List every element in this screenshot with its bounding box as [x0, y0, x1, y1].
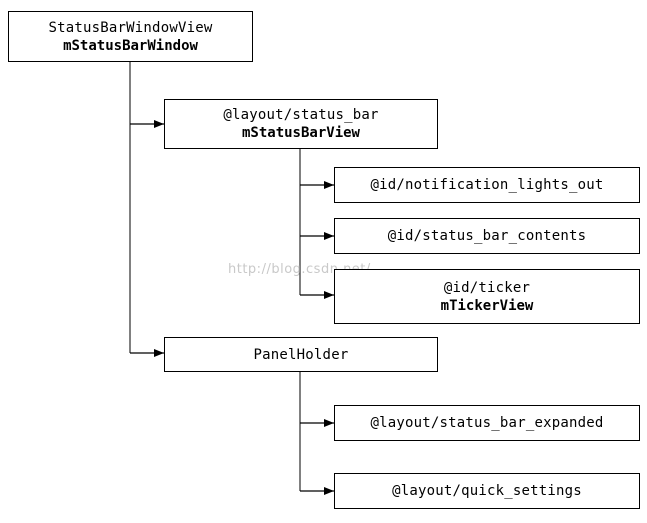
node-quick-settings: @layout/quick_settings: [334, 473, 640, 509]
node-notification-lights-out: @id/notification_lights_out: [334, 167, 640, 203]
node-status-bar-contents: @id/status_bar_contents: [334, 218, 640, 254]
node-label: @layout/quick_settings: [392, 483, 582, 499]
node-label: @layout/status_bar: [223, 107, 379, 123]
node-variable: mStatusBarWindow: [63, 37, 198, 54]
node-variable: mStatusBarView: [241, 125, 360, 141]
node-label: @id/notification_lights_out: [370, 177, 604, 193]
node-panel-holder: PanelHolder: [164, 337, 438, 372]
node-status-bar-layout: @layout/status_bar mStatusBarView: [164, 99, 438, 149]
node-label: @id/ticker: [443, 279, 531, 296]
node-status-bar-window-view: StatusBarWindowView mStatusBarWindow: [8, 11, 253, 62]
node-label: StatusBarWindowView: [48, 19, 213, 36]
node-label: PanelHolder: [253, 346, 349, 363]
node-variable: mTickerView: [440, 297, 534, 314]
node-label: @id/status_bar_contents: [387, 228, 587, 244]
node-status-bar-expanded: @layout/status_bar_expanded: [334, 405, 640, 441]
node-ticker: @id/ticker mTickerView: [334, 269, 640, 324]
node-label: @layout/status_bar_expanded: [370, 415, 604, 431]
